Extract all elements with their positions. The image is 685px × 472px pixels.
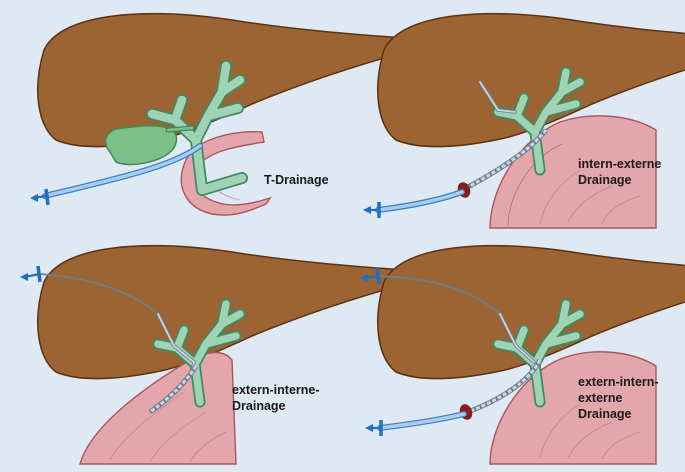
label-line: Drainage [232,398,320,414]
arrow-left-icon [20,266,40,282]
label-line: externe [578,390,659,406]
gallbladder-icon [106,126,177,165]
label-line: extern-interne- [232,382,320,398]
arrow-left-icon [363,202,379,218]
panel-label-t-drainage: T-Drainage [264,172,329,188]
panel-t-drainage [30,14,415,215]
arrow-left-icon [365,420,381,436]
label-line: extern-intern- [578,374,659,390]
panel-extern-intern-externe [360,246,685,464]
arrow-left-icon [30,189,48,205]
label-line: T-Drainage [264,172,329,188]
panel-label-extern-intern-externe: extern-intern- externe Drainage [578,374,659,422]
panel-label-extern-interne: extern-interne- Drainage [232,382,320,414]
panel-label-intern-externe: intern-externe Drainage [578,156,661,188]
label-line: intern-externe [578,156,661,172]
panel-extern-interne [20,246,415,464]
panel-intern-externe [363,14,685,228]
label-line: Drainage [578,406,659,422]
label-line: Drainage [578,172,661,188]
